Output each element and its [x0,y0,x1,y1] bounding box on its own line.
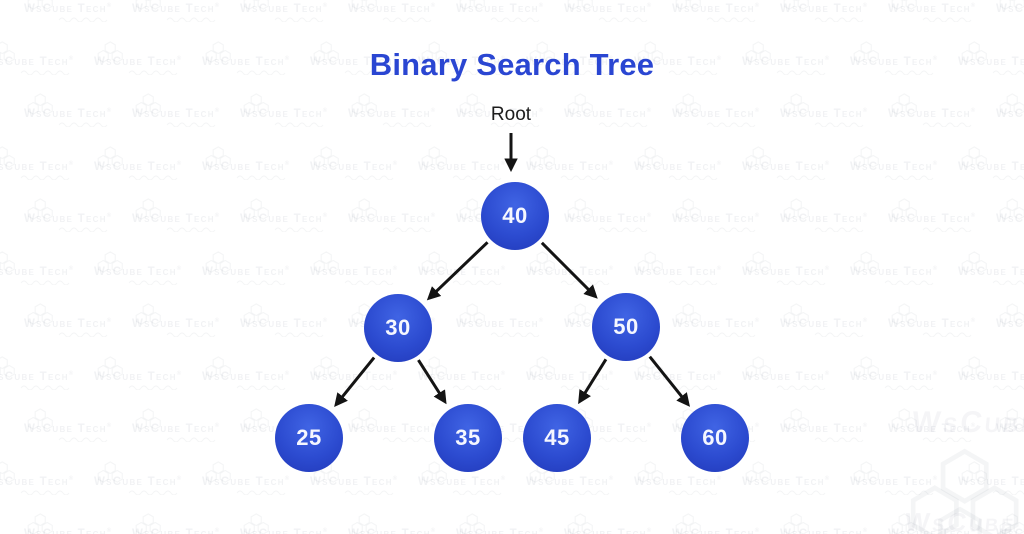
node-value: 60 [702,425,728,450]
node-value: 50 [613,314,639,339]
tree-node-50: 50 [592,293,660,361]
tree-node-30: 30 [364,294,432,362]
edge-30-25 [334,356,376,407]
edge-50-45 [578,358,608,405]
edge-30-35 [417,359,447,405]
node-value: 25 [296,425,322,450]
tree-node-35: 35 [434,404,502,472]
edge-50-60 [648,355,691,407]
node-value: 40 [502,203,528,228]
tree-node-60: 60 [681,404,749,472]
root-label: Root [490,104,532,125]
tree-node-45: 45 [523,404,591,472]
node-value: 45 [544,425,570,450]
tree-node-40: 40 [481,182,549,250]
node-value: 30 [385,315,411,340]
node-value: 35 [455,425,481,450]
page-title: Binary Search Tree [369,46,655,82]
tree-node-25: 25 [275,404,343,472]
edge-40-30 [426,241,489,301]
edge-40-50 [540,241,598,299]
